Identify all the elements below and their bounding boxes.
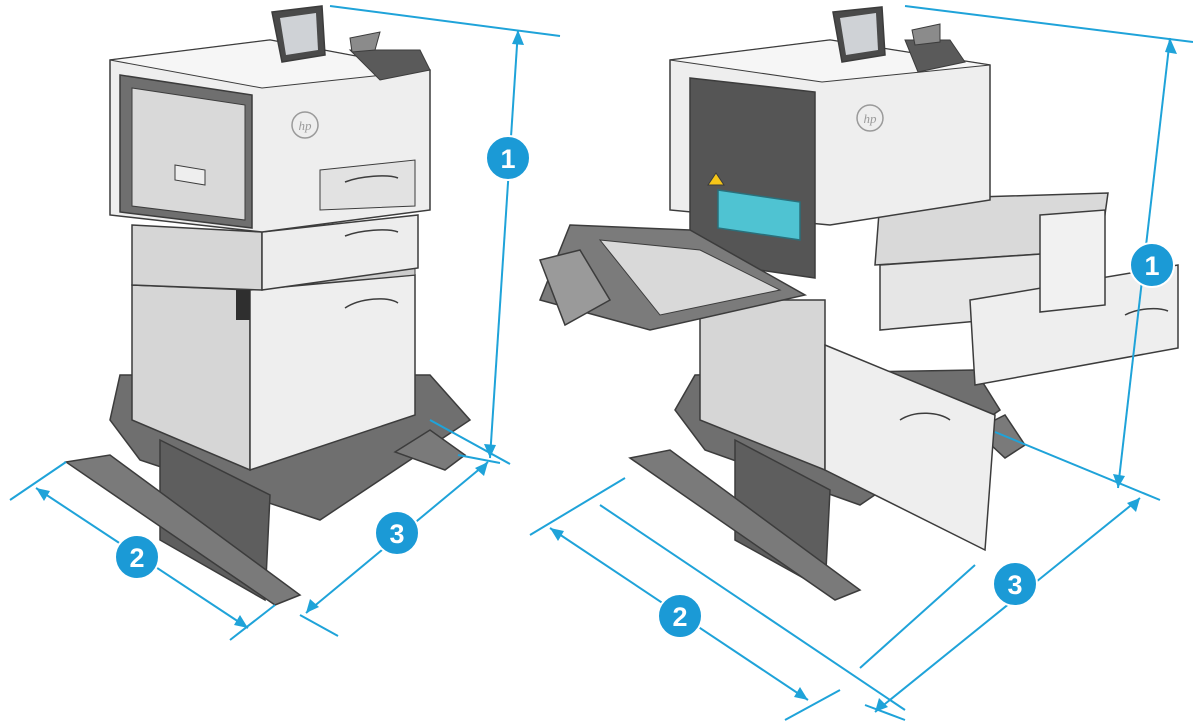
left-control-panel [271,5,326,63]
left-height-top-extension [329,5,561,37]
left-width-start-extension [9,461,67,501]
right-open-door [538,224,808,331]
right-height-callout-label: 1 [1144,251,1159,281]
right-height-top-extension [904,5,1193,43]
left-cabinet [131,261,416,472]
right-depth-callout: 3 [992,561,1038,607]
left-depth-end-extension [457,454,501,464]
left-depth-callout-label: 3 [389,519,404,549]
right-depth-callout-label: 3 [1007,570,1022,600]
left-handle-icon [236,290,250,320]
right-width-start-extension [529,477,626,536]
right-width-end-extension [784,689,841,721]
left-middle-tray [131,214,419,320]
left-width-end-extension [229,604,276,641]
right-width-secondary-line [599,504,906,711]
hp-logo [291,111,319,139]
hp-logo [856,104,884,132]
left-width-callout: 2 [114,534,160,580]
left-printer: hp [64,5,472,606]
right-depth-start-extension [859,564,976,669]
left-width-callout-label: 2 [129,543,144,573]
right-height-bottom-extension [994,431,1161,501]
left-depth-callout: 3 [374,510,420,556]
left-height-callout: 1 [485,135,531,181]
right-height-callout: 1 [1129,242,1175,288]
left-depth-start-extension [299,614,339,637]
right-brand-label: hp [864,111,878,126]
left-height-bottom-extension [429,419,511,465]
left-height-dimension [489,29,519,459]
left-height-callout-label: 1 [500,144,515,174]
right-width-callout: 2 [657,593,703,639]
right-main-body: hp [669,23,991,279]
duplexer-assembly [717,189,801,241]
warning-triangle-icon [707,172,725,186]
dimension-lines [9,5,1193,721]
right-cabinet-door [824,343,996,552]
left-brand-label: hp [299,118,313,133]
right-control-panel [832,6,886,63]
right-depth-end-tick [864,704,906,721]
right-printer: hp [538,6,1179,601]
callouts: 1 2 3 1 2 3 [114,135,1175,639]
left-main-body: hp [109,31,431,233]
right-trays [874,192,1179,386]
right-width-callout-label: 2 [672,602,687,632]
